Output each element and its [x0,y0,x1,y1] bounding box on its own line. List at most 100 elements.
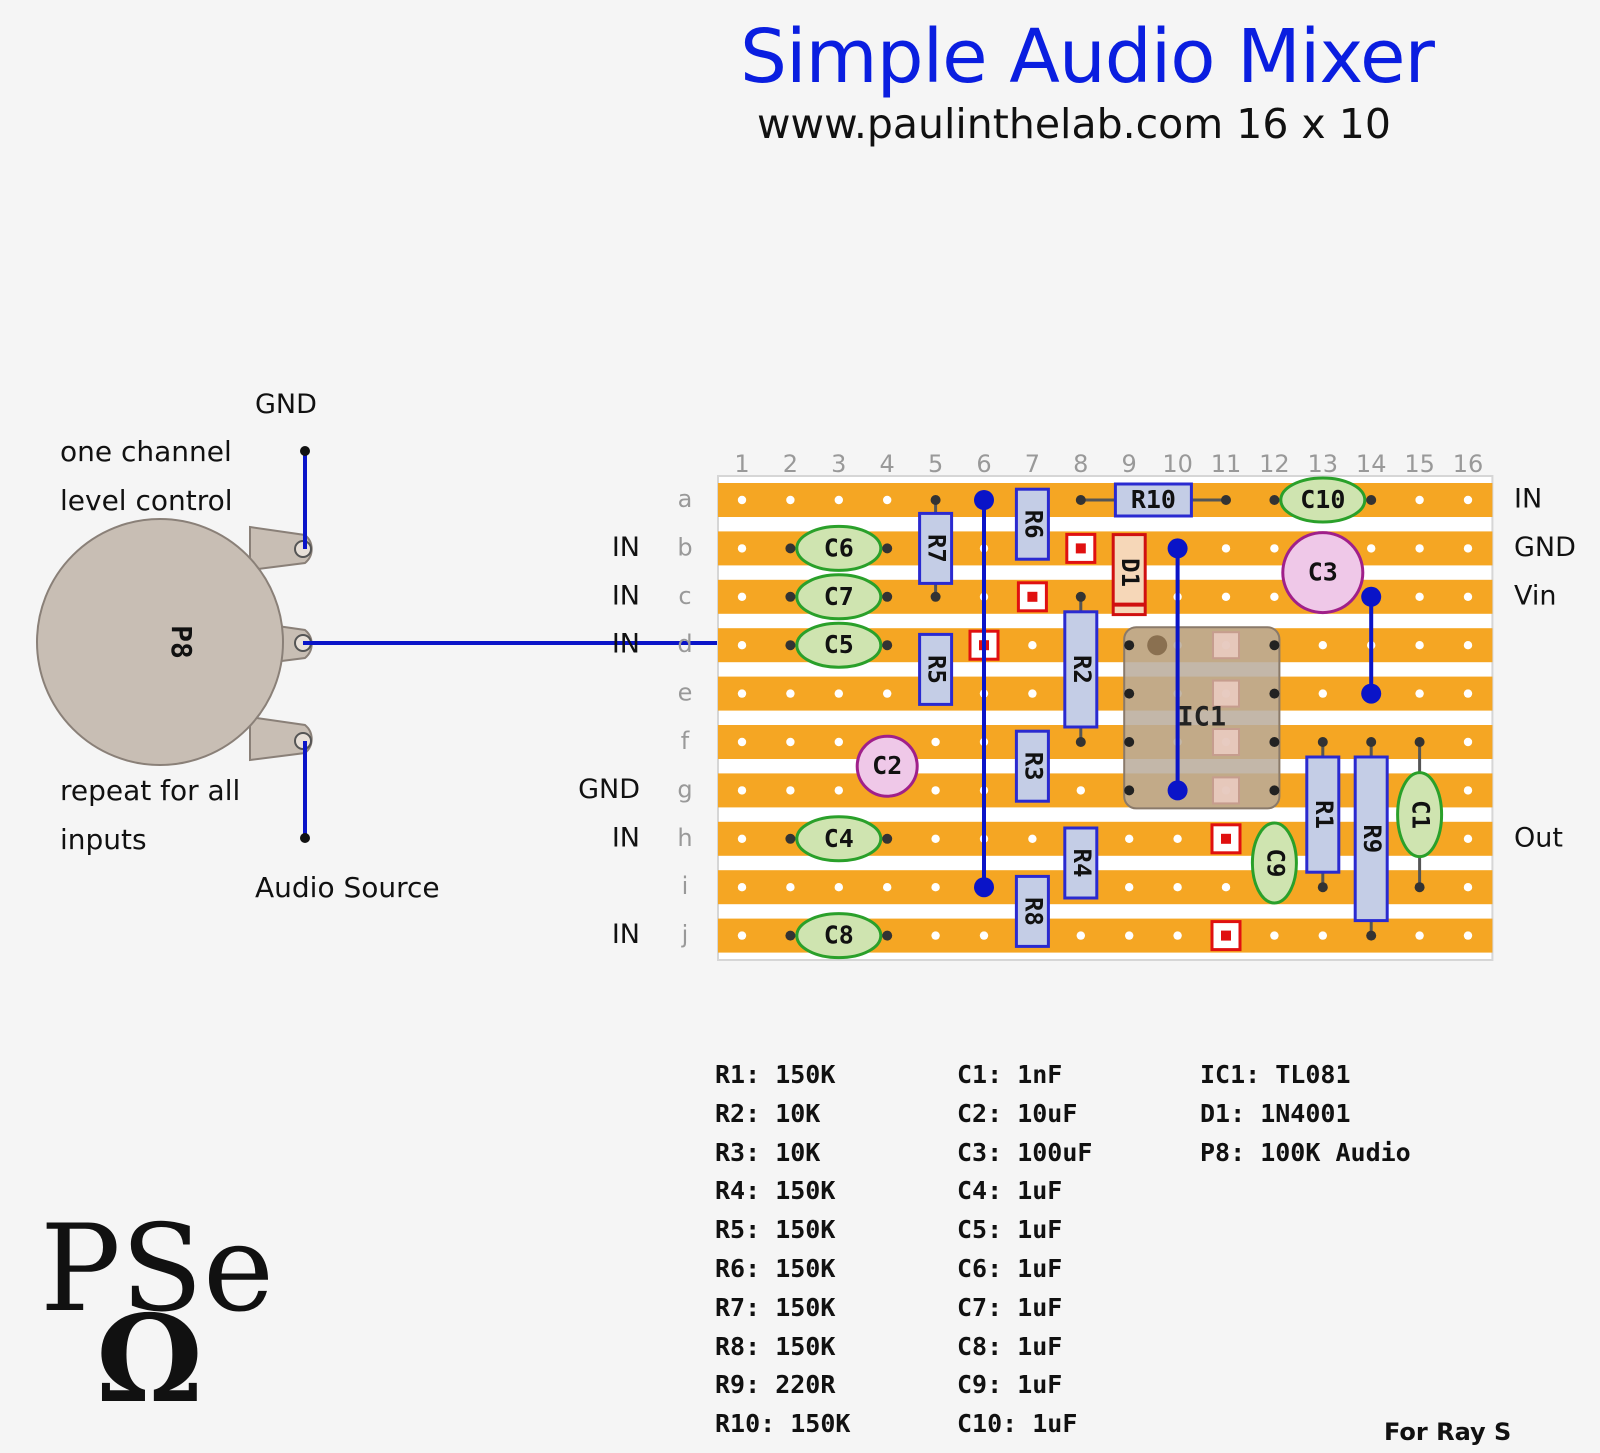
potentiometer-label: P8 [165,625,198,659]
strip-hole [786,786,795,795]
board-left-label: IN [612,580,640,611]
column-number: 16 [1453,450,1484,478]
pot-note-line1: one channel [60,435,232,468]
strip-hole [1125,931,1134,940]
component-pad [1366,495,1377,505]
column-number: 1 [734,450,749,478]
component-pad [785,930,796,941]
column-number: 9 [1122,450,1137,478]
component-pad [1075,737,1086,747]
strip-hole [737,544,747,553]
strip-hole [1463,689,1473,698]
board-left-label: IN [612,822,640,853]
component-pad [930,591,941,602]
parts-list-entry: R6: 150K [715,1253,836,1283]
column-number: 15 [1404,450,1435,478]
strip-hole [1318,931,1328,940]
strip-hole [1415,931,1424,940]
component-pad [1366,930,1377,941]
electrolytic-capacitor-body [855,734,919,798]
component-pad [1075,591,1086,602]
pot-repeat-line2: inputs [60,823,147,856]
row-letter: d [677,630,692,658]
column-number: 4 [880,450,895,478]
column-number: 13 [1308,450,1339,478]
strip-hole [1125,834,1134,843]
capacitor-label: C8 [824,921,854,950]
strip-hole [883,689,892,698]
component-pad [785,833,796,844]
diagram-subtitle: www.paulinthelab.com 16 x 10 [757,100,1391,148]
strip-hole [737,737,747,747]
capacitor-label: C1 [1407,800,1435,829]
resistor-body [1113,482,1193,518]
column-number: 8 [1073,450,1088,478]
strip-hole [737,689,747,698]
resistor-label: R2 [1068,655,1096,684]
resistor-label: R1 [1310,800,1338,829]
parts-list-entry: R4: 150K [715,1176,836,1206]
resistor-body [1353,755,1389,923]
logo-omega-icon: Ω [96,1289,203,1430]
strip-hole [1076,786,1086,795]
column-number: 5 [928,450,943,478]
board-left-label: GND [578,774,640,805]
row-letter: j [681,921,689,949]
resistor-body [1014,729,1050,803]
parts-list-entry: C1: 1nF [957,1060,1063,1089]
component-pad [882,591,893,602]
component-pad [1269,495,1280,505]
parts-list-entry: C8: 1uF [957,1331,1063,1361]
wire-link-end [974,490,994,510]
strip-hole [1367,544,1376,553]
electrolytic-capacitor-label: C3 [1308,558,1338,587]
ic-cut [1212,776,1240,805]
resistor-label: R6 [1019,510,1047,539]
potentiometer-body [36,518,284,766]
strip-hole [931,834,940,843]
wire-link-end [1361,683,1382,704]
component-pad [785,543,796,554]
parts-list-entry: R10: 150K [715,1409,851,1439]
capacitor-label: C9 [1261,849,1289,878]
strip-hole [1463,834,1473,843]
parts-list-entry: C2: 10uF [957,1098,1078,1128]
capacitor-body [795,912,883,960]
component-pad [882,833,893,844]
column-number: 6 [976,450,991,478]
capacitor-label: C7 [824,582,854,611]
ic-pin [1124,688,1135,699]
ic-pin [1269,785,1280,796]
strip-hole [1270,931,1279,940]
diode-label: D1 [1116,558,1144,587]
row-letter: h [677,824,692,852]
resistor-label: R9 [1358,824,1386,853]
strip-hole [1463,737,1473,747]
component-pad [930,495,941,505]
parts-list-entry: P8: 100K Audio [1200,1137,1411,1167]
resistor-body [1063,826,1099,900]
parts-list-entry: R2: 10K [715,1098,821,1128]
strip-hole [931,737,940,747]
column-number: 7 [1025,450,1040,478]
ic-pin [1124,785,1135,796]
resistor-body [918,632,954,706]
strip-hole [786,883,795,892]
resistor-label: R5 [923,655,951,684]
strip-hole [737,834,747,843]
strip-hole [1028,834,1037,843]
component-pad [882,930,893,941]
strip-hole [1463,592,1473,601]
strip-hole [979,931,989,940]
strip-hole [1415,495,1424,505]
strip-hole [834,495,843,505]
wire-link-end [1167,780,1188,801]
strip-hole [1221,544,1231,553]
board-right-label: GND [1514,532,1576,563]
strip-hole [1415,689,1424,698]
strip-hole [1318,641,1328,650]
parts-list-entry: C3: 100uF [957,1137,1093,1167]
strip-hole [737,592,747,601]
strip-hole [834,737,843,747]
